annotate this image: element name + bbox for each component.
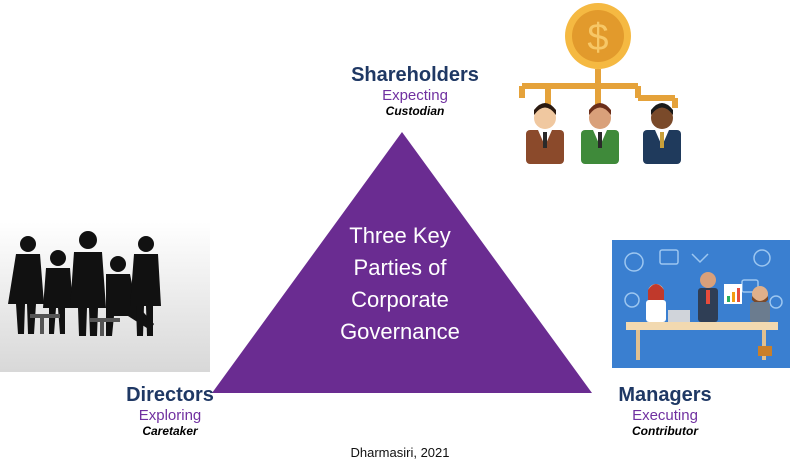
directors-silhouette-image [0, 222, 210, 372]
managers-name: Managers [618, 384, 712, 406]
background-icons [624, 249, 783, 309]
shareholder-person-icon [643, 103, 681, 164]
org-chart-lines [519, 69, 678, 108]
center-title-line3: Corporate [351, 287, 449, 312]
directors-name: Directors [126, 384, 214, 406]
shareholders-illustration: $ [519, 3, 681, 164]
citation: Dharmasiri, 2021 [350, 445, 450, 460]
directors-role: Caretaker [142, 424, 198, 438]
managers-label: Managers Executing Contributor [590, 384, 740, 438]
center-title: Three Key Parties of Corporate Governanc… [300, 220, 500, 348]
managers-office-illustration [612, 240, 790, 368]
shareholder-person-icon [526, 103, 564, 164]
triangle-shape [212, 132, 592, 393]
dollar-coin-icon: $ [565, 3, 631, 69]
shareholders-name: Shareholders [351, 64, 479, 86]
center-title-line4: Governance [340, 319, 460, 344]
managers-role: Contributor [632, 424, 698, 438]
directors-label: Directors Exploring Caretaker [100, 384, 240, 438]
shareholder-person-icon [581, 103, 619, 164]
office-people [626, 272, 778, 360]
center-title-line1: Three Key [349, 223, 451, 248]
shareholders-role: Custodian [385, 104, 445, 118]
chairs [30, 314, 120, 336]
shareholders-label: Shareholders Expecting Custodian [330, 64, 500, 118]
directors-verb: Exploring [138, 407, 202, 424]
center-title-line2: Parties of [353, 255, 447, 280]
shareholders-verb: Expecting [382, 87, 448, 104]
svg-text:$: $ [587, 17, 608, 59]
managers-verb: Executing [632, 407, 698, 424]
